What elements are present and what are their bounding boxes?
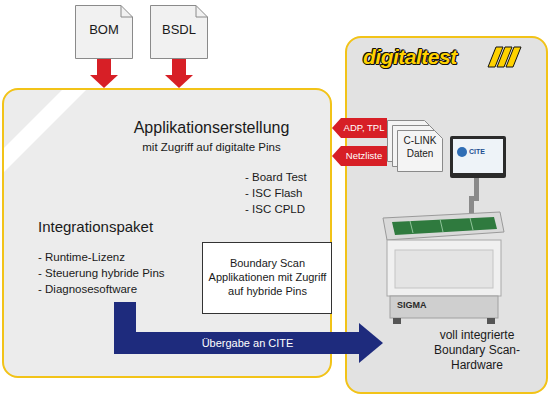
- flow-arrow: [332, 118, 387, 138]
- arrow-shaft: [97, 59, 111, 75]
- arrow-head: [332, 118, 341, 138]
- folded-corner: [121, 6, 133, 18]
- document-sheet: [398, 131, 443, 172]
- document-sheet: [151, 6, 208, 59]
- document-icon: BOM: [75, 5, 133, 59]
- list-item: - ISC CPLD: [245, 202, 305, 216]
- arrow-shaft: [172, 59, 186, 75]
- document-sheet: [76, 6, 133, 59]
- process-area: Applikationserstellung mit Zugriff auf di…: [2, 88, 332, 378]
- machine-label: SIGMA: [397, 301, 427, 310]
- company-logo: digitaltest: [363, 44, 457, 70]
- arrow-label: Übergabe an CITE: [202, 338, 294, 349]
- list-item: - Board Test: [245, 170, 307, 184]
- process-box: Boundary Scan Applikationen mit Zugriff …: [202, 242, 332, 314]
- area-title: Integrationspaket: [38, 218, 153, 237]
- document-name: BSDL: [150, 22, 208, 38]
- arrow-shaft: [341, 146, 387, 166]
- system-area: digitaltest voll integrierte Boundary Sca…: [345, 36, 548, 394]
- arrow-head: [165, 75, 193, 88]
- arrow-head: [359, 323, 383, 363]
- arrow-label: ADP, TPL: [344, 123, 385, 133]
- folded-corner: [196, 6, 208, 18]
- list-item: - Runtime-Lizenz: [38, 250, 125, 264]
- arrow-head: [332, 146, 341, 166]
- area-subtitle: mit Zugriff auf digitalte Pins: [99, 140, 324, 154]
- document-name: C-LINK Daten: [397, 135, 443, 160]
- document-icon: BSDL: [150, 5, 208, 59]
- flow-arrow: [332, 146, 387, 166]
- document-name: BOM: [75, 22, 133, 38]
- arrow-shaft: [341, 118, 387, 138]
- arrow-label: Netzliste: [346, 151, 382, 161]
- arrow-head: [90, 75, 118, 88]
- flow-arrow: [125, 302, 383, 363]
- list-item: - Steuerung hybride Pins: [38, 266, 165, 280]
- flow-arrow: [165, 59, 193, 88]
- area-title: Applikationserstellung: [99, 118, 324, 138]
- hardware-caption: voll integrierte Boundary Scan-Hardware: [425, 328, 529, 373]
- list-item: - ISC Flash: [245, 186, 303, 200]
- list-item: - Diagnosesoftware: [38, 282, 137, 296]
- document-stack: C-LINK Daten: [387, 120, 443, 172]
- software-label: CITE: [469, 148, 485, 155]
- box-text: Boundary Scan Applikationen mit Zugriff …: [207, 243, 328, 313]
- flow-arrow: [90, 59, 118, 88]
